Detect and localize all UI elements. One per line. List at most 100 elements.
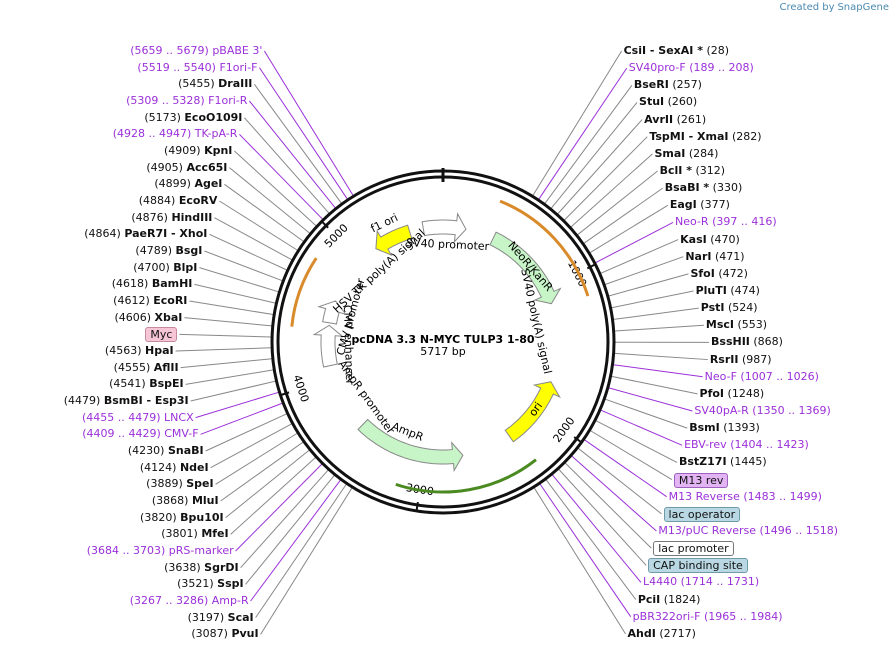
ampr-arrow <box>357 418 464 473</box>
primer-pbabe-3[interactable]: (5659 .. 5679) pBABE 3' <box>130 44 262 57</box>
site-pcii[interactable]: PciI (1824) <box>638 593 701 606</box>
primer-f1ori-r[interactable]: (5309 .. 5328) F1ori-R <box>126 94 247 107</box>
site-pfoi[interactable]: PfoI (1248) <box>700 387 765 400</box>
site-position: (257) <box>672 78 702 92</box>
leader-line <box>563 136 648 221</box>
site-pvui[interactable]: (3087) PvuI <box>191 627 258 640</box>
site-cap-binding-site[interactable]: CAP binding site <box>648 558 748 574</box>
site-spei[interactable]: (3889) SpeI <box>146 477 213 490</box>
site-name: BspEI <box>149 377 184 391</box>
leader-line <box>600 409 683 446</box>
site-position: (1404 .. 1423) <box>730 438 809 452</box>
site-bsshii[interactable]: BssHII (868) <box>711 335 783 348</box>
primer-neo-f[interactable]: Neo-F (1007 .. 1026) <box>705 370 819 383</box>
site-bsgi[interactable]: (4789) BsgI <box>135 244 202 257</box>
site-name: lac promoter <box>653 541 734 557</box>
site-ahdi[interactable]: AhdI (2717) <box>628 627 696 640</box>
site-ecori[interactable]: (4612) EcoRI <box>113 294 187 307</box>
primer-sv40pa-r[interactable]: SV40pA-R (1350 .. 1369) <box>694 404 830 417</box>
site-sgrdi[interactable]: (3638) SgrDI <box>164 561 239 574</box>
site-stui[interactable]: StuI (260) <box>639 95 697 108</box>
leader-line <box>200 402 283 435</box>
site-bsabi[interactable]: BsaBI * (330) <box>665 181 743 194</box>
site-ndei[interactable]: (4124) NdeI <box>140 461 209 474</box>
site-name: TK-pA-R <box>194 127 238 141</box>
site-bspei[interactable]: (4541) BspEI <box>109 377 184 390</box>
leader-line <box>577 170 658 236</box>
site-draiii[interactable]: (5455) DraIII <box>178 77 252 90</box>
primer-lncx[interactable]: (4455 .. 4479) LNCX <box>82 411 194 424</box>
site-name: BsmBI - Esp3I <box>103 394 189 407</box>
primer-neo-r[interactable]: Neo-R (397 .. 416) <box>675 215 777 228</box>
neor-kanr-arrow <box>489 231 562 305</box>
site-name: Myc <box>145 327 178 343</box>
site-eagi[interactable]: EagI (377) <box>670 198 730 211</box>
site-name: StuI <box>639 95 665 109</box>
leader-line <box>551 474 642 583</box>
primer-pbr322ori-f[interactable]: pBR322ori-F (1965 .. 1984) <box>633 610 783 623</box>
leader-line <box>234 150 317 227</box>
site-msci[interactable]: MscI (553) <box>706 318 767 331</box>
primer-m13-puc-reverse[interactable]: M13/pUC Reverse (1496 .. 1518) <box>658 524 838 537</box>
site-rsrii[interactable]: RsrII (987) <box>710 353 772 366</box>
site-name: NdeI <box>179 460 209 474</box>
site-bpu10i[interactable]: (3820) Bpu10I <box>140 511 224 524</box>
site-ecorv[interactable]: (4884) EcoRV <box>139 194 218 207</box>
site-ecoo109i[interactable]: (5173) EcoO109I <box>144 111 242 124</box>
primer-m13-reverse[interactable]: M13 Reverse (1483 .. 1499) <box>669 490 822 503</box>
site-bsmbi-esp3i[interactable]: (4479) BsmBI - Esp3I <box>64 394 189 407</box>
site-hpai[interactable]: (4563) HpaI <box>105 344 174 357</box>
site-nari[interactable]: NarI (471) <box>685 250 744 263</box>
site-snabi[interactable]: (4230) SnaBI <box>128 444 204 457</box>
primer-l4440[interactable]: L4440 (1714 .. 1731) <box>643 575 759 588</box>
site-acc65i[interactable]: (4905) Acc65I <box>146 161 227 174</box>
site-scai[interactable]: (3197) ScaI <box>188 611 254 624</box>
site-csii-sexai[interactable]: CsiI - SexAI * (28) <box>624 44 729 57</box>
site-bcli[interactable]: BclI * (312) <box>660 164 725 177</box>
site-position: (4864) <box>84 227 121 241</box>
site-name: MluI <box>191 494 219 507</box>
site-blpi[interactable]: (4700) BlpI <box>133 261 197 274</box>
site-tspmi-xmai[interactable]: TspMI - XmaI (282) <box>649 130 761 143</box>
sv40-promoter-label: SV40 promoter <box>406 236 490 253</box>
site-agei[interactable]: (4899) AgeI <box>154 177 222 190</box>
primer-cmv-f[interactable]: (4409 .. 4429) CMV-F <box>82 427 198 440</box>
site-paer7i-xhoi[interactable]: (4864) PaeR7I - XhoI <box>84 227 207 240</box>
site-position: (470) <box>710 232 740 246</box>
site-position: (474) <box>730 284 760 297</box>
site-kpni[interactable]: (4909) KpnI <box>164 144 232 157</box>
site-lac-promoter[interactable]: lac promoter <box>653 541 734 557</box>
site-hindiii[interactable]: (4876) HindIII <box>131 211 212 224</box>
site-lac-operator[interactable]: lac operator <box>663 506 741 522</box>
site-aflii[interactable]: (4555) AflII <box>114 361 179 374</box>
primer-amp-r[interactable]: (3267 .. 3286) Amp-R <box>130 594 249 607</box>
site-avrii[interactable]: AvrII (261) <box>644 113 706 126</box>
site-mlui[interactable]: (3868) MluI <box>152 494 219 507</box>
site-sspi[interactable]: (3521) SspI <box>177 577 244 590</box>
site-name: Bpu10I <box>180 510 224 524</box>
primer-f1ori-f[interactable]: (5519 .. 5540) F1ori-F <box>137 61 257 74</box>
primer-ebv-rev[interactable]: EBV-rev (1404 .. 1423) <box>684 438 809 451</box>
site-psti[interactable]: PstI (524) <box>701 301 758 314</box>
primer-prs-marker[interactable]: (3684 .. 3703) pRS-marker <box>87 544 234 557</box>
site-sfoi[interactable]: SfoI (472) <box>690 267 747 280</box>
site-bstz17i[interactable]: BstZ17I (1445) <box>679 455 767 468</box>
site-bamhi[interactable]: (4618) BamHI <box>112 277 193 290</box>
site-kasi[interactable]: KasI (470) <box>680 233 740 246</box>
primer-tk-pa-r[interactable]: (4928 .. 4947) TK-pA-R <box>113 127 238 140</box>
site-xbai[interactable]: (4606) XbaI <box>114 311 182 324</box>
primer-sv40pro-f[interactable]: SV40pro-F (189 .. 208) <box>629 61 754 74</box>
site-position: (1483 .. 1499) <box>743 489 822 503</box>
site-pluti[interactable]: PluTI (474) <box>696 284 760 297</box>
site-myc[interactable]: Myc <box>145 327 178 343</box>
site-bsmi[interactable]: BsmI (1393) <box>689 421 760 434</box>
site-bseri[interactable]: BseRI (257) <box>634 78 702 91</box>
site-name: PciI <box>637 592 661 606</box>
site-mfei[interactable]: (3801) MfeI <box>161 527 228 540</box>
leader-line <box>557 119 643 215</box>
site-smai[interactable]: SmaI (284) <box>654 147 718 160</box>
site-position: (261) <box>676 112 707 126</box>
site-position: (4612) <box>113 294 150 307</box>
site-name: Neo-F <box>704 369 737 383</box>
site-m13-rev[interactable]: M13 rev <box>673 472 729 488</box>
